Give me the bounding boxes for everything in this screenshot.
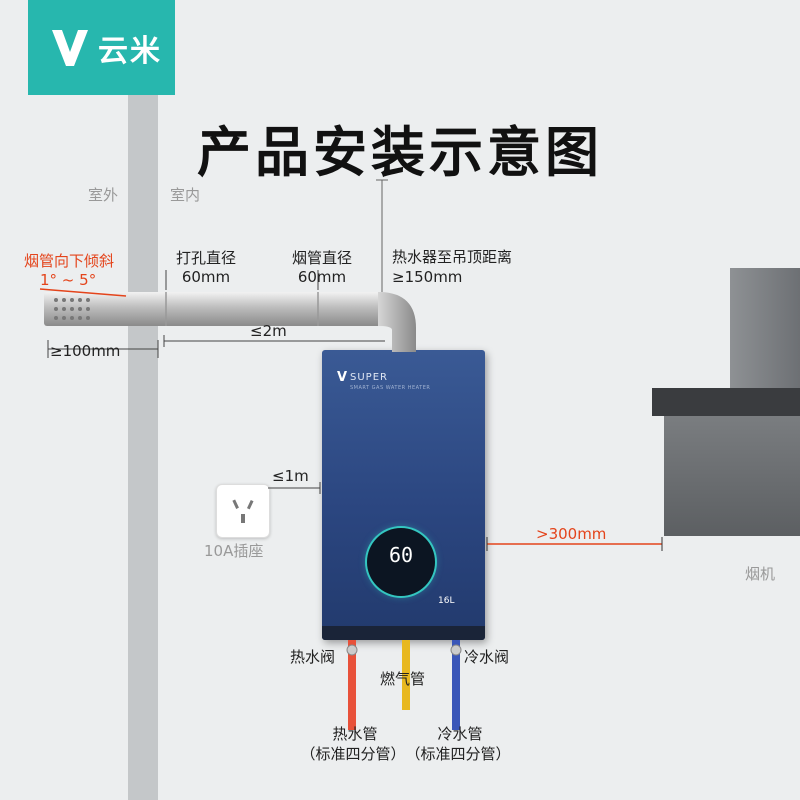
flue-pipe-value: 60mm xyxy=(297,268,347,286)
heater-control-dial[interactable] xyxy=(367,528,435,596)
hood-distance-value: >300mm xyxy=(536,525,607,543)
wall-socket xyxy=(216,484,270,538)
hot-pipe xyxy=(348,640,356,730)
hot-valve-label: 热水阀 xyxy=(290,648,336,666)
slope-line xyxy=(39,288,127,297)
outer-extension-value: ≥100mm xyxy=(50,342,121,360)
flue-pipe-label: 烟管直径 xyxy=(291,249,352,267)
gas-pipe-label: 燃气管 xyxy=(380,670,426,688)
brand-mark-icon xyxy=(52,30,88,66)
page-title: 产品安装示意图 xyxy=(197,121,603,184)
heater-brand: SUPER xyxy=(350,372,388,383)
cold-pipe-label: 冷水管 xyxy=(437,725,483,743)
flue-vent-holes xyxy=(54,298,90,320)
heater-bottom xyxy=(322,626,485,640)
hot-pipe-spec: （标准四分管） xyxy=(300,745,406,763)
hood-label: 烟机 xyxy=(745,565,776,583)
ceiling-gap-value: ≥150mm xyxy=(392,268,463,286)
outdoor-label: 室外 xyxy=(88,186,119,204)
hot-pipe-label: 热水管 xyxy=(332,725,378,743)
range-hood-panel xyxy=(652,388,800,416)
socket-holes-icon xyxy=(232,499,254,523)
cold-pipe xyxy=(452,640,460,730)
range-hood xyxy=(730,268,800,388)
wall xyxy=(128,95,158,800)
ceiling-gap-label: 热水器至吊顶距离 xyxy=(392,248,513,266)
flue-slope-label: 烟管向下倾斜 xyxy=(24,252,115,270)
socket-label: 10A插座 xyxy=(204,542,264,560)
cold-valve-label: 冷水阀 xyxy=(464,648,510,666)
drill-hole-label: 打孔直径 xyxy=(175,249,236,267)
heater-capacity: 16L xyxy=(438,596,455,606)
drill-hole-value: 60mm xyxy=(181,268,231,286)
heater-brand-icon: V xyxy=(337,370,348,385)
cold-pipe-spec: （标准四分管） xyxy=(405,745,511,763)
flue-slope-range: 1° ~ 5° xyxy=(40,271,97,289)
pipe-length-value: ≤2m xyxy=(250,322,287,340)
flue-elbow xyxy=(378,292,416,352)
brand-logo: 云米 xyxy=(28,0,175,95)
gas-pipe xyxy=(402,640,410,710)
brand-name: 云米 xyxy=(98,34,162,69)
flue-pipe xyxy=(44,292,389,326)
heater-temperature-display: 60 xyxy=(388,543,414,567)
heater-tagline: SMART GAS WATER HEATER xyxy=(350,385,431,391)
indoor-label: 室内 xyxy=(170,186,201,204)
range-hood-body xyxy=(664,416,800,536)
socket-distance-value: ≤1m xyxy=(272,467,309,485)
